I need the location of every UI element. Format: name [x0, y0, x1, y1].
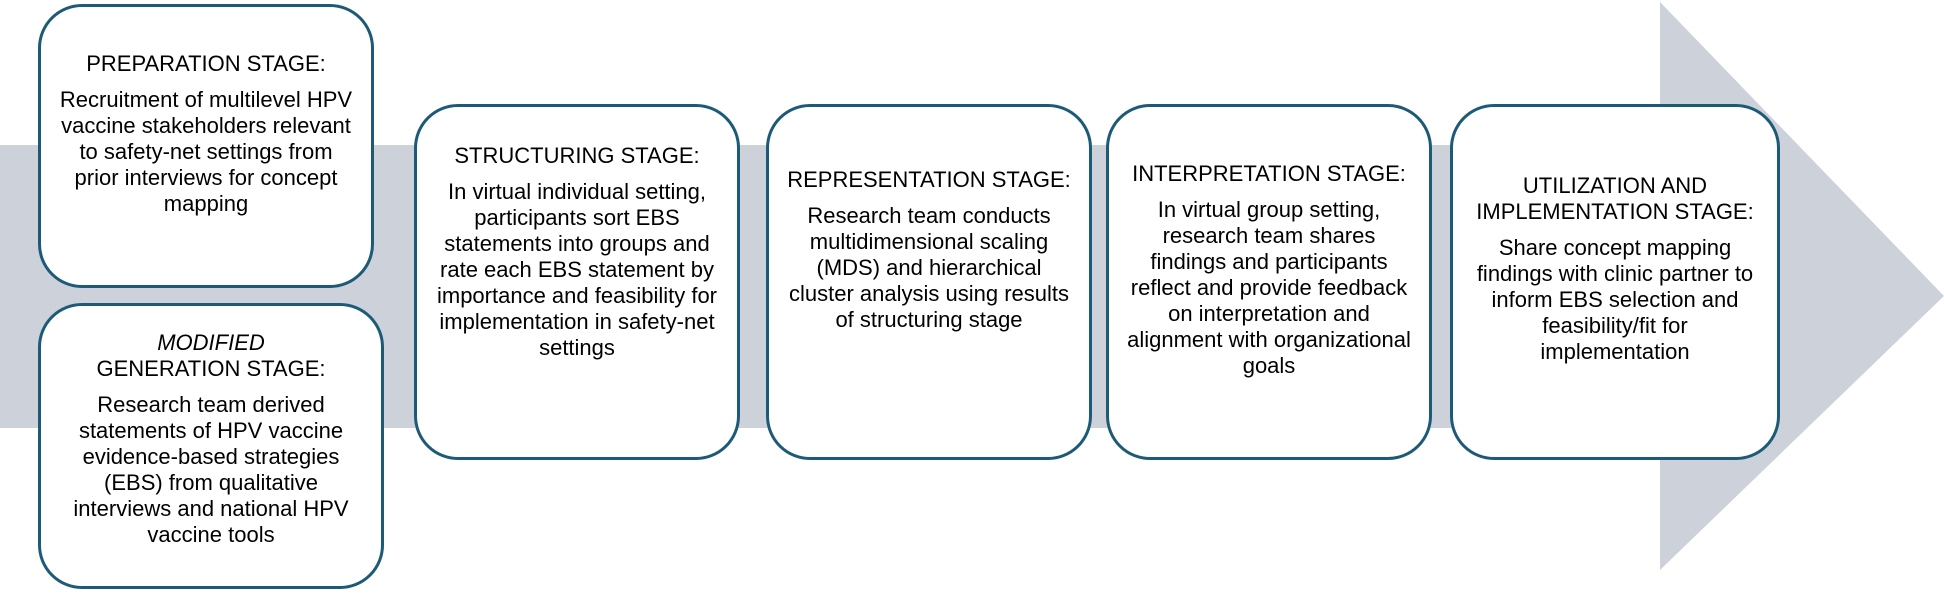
generation-stage-text: Research team derived statements of HPV …	[73, 392, 349, 547]
representation-stage-title: REPRESENTATION STAGE:	[787, 167, 1071, 192]
utilization-stage-box: UTILIZATION AND IMPLEMENTATION STAGE: Sh…	[1450, 104, 1780, 460]
structuring-stage-text: In virtual individual setting, participa…	[436, 179, 718, 360]
interpretation-stage-box: INTERPRETATION STAGE: In virtual group s…	[1106, 104, 1432, 460]
preparation-stage-title: PREPARATION STAGE:	[86, 51, 326, 76]
interpretation-stage-title: INTERPRETATION STAGE:	[1132, 161, 1406, 186]
representation-stage-box: REPRESENTATION STAGE: Research team cond…	[766, 104, 1092, 460]
utilization-stage-title: UTILIZATION AND IMPLEMENTATION STAGE:	[1476, 173, 1754, 224]
interpretation-stage-text: In virtual group setting, research team …	[1127, 197, 1411, 378]
utilization-stage-text: Share concept mapping findings with clin…	[1476, 235, 1754, 364]
generation-stage-prefix: MODIFIED	[157, 330, 265, 355]
generation-stage-box: MODIFIED GENERATION STAGE: Research team…	[38, 303, 384, 589]
preparation-stage-text: Recruitment of multilevel HPV vaccine st…	[59, 87, 353, 216]
representation-stage-text: Research team conducts multidimensional …	[788, 203, 1069, 332]
generation-stage-title: GENERATION STAGE:	[96, 356, 326, 381]
preparation-stage-box: PREPARATION STAGE: Recruitment of multil…	[38, 4, 374, 288]
structuring-stage-title: STRUCTURING STAGE:	[454, 143, 700, 168]
structuring-stage-box: STRUCTURING STAGE: In virtual individual…	[414, 104, 740, 460]
